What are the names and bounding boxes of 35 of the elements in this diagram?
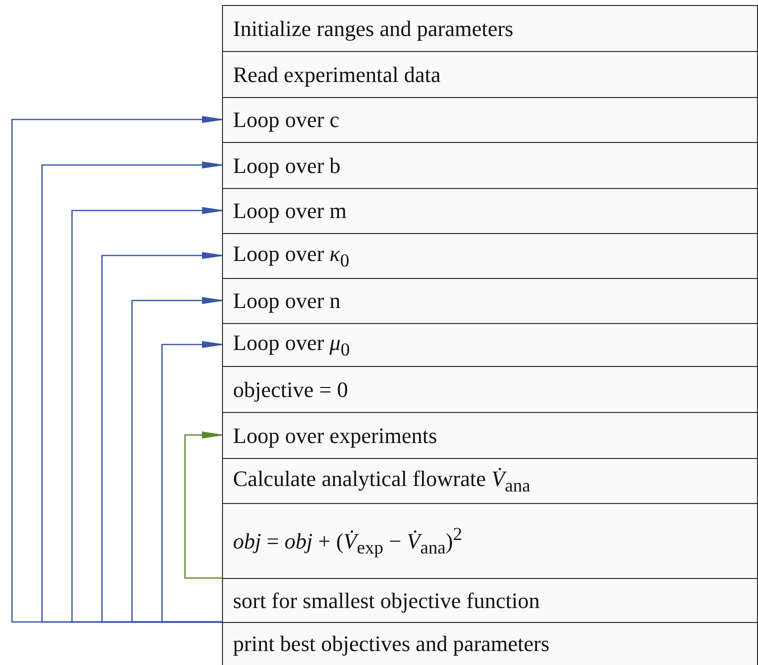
step-text: print best objectives and parameters: [233, 630, 550, 657]
step-text: Read experimental data: [233, 62, 441, 88]
process-step-box: [222, 233, 758, 280]
loop-arrow: [184, 432, 222, 579]
step-text: sort for smallest objective function: [233, 588, 540, 614]
step-text: Loop over experiments: [233, 422, 438, 449]
step-text: Loop over c: [233, 107, 340, 134]
process-step-box: [222, 278, 758, 324]
process-step-box: [222, 503, 758, 580]
step-text: Initialize ranges and parameters: [233, 16, 514, 42]
process-step-box: [222, 412, 758, 460]
step-text: objective = 0: [233, 376, 348, 403]
step-text: Loop over μ$_{0}$: [233, 330, 350, 360]
step-text: Loop over κ$_{0}$: [233, 241, 350, 272]
process-step-box: [222, 622, 758, 665]
process-step-box: [222, 366, 758, 414]
process-step-box: [222, 51, 758, 98]
loop-arrow: [161, 341, 222, 623]
process-step-box: [222, 97, 758, 144]
loop-arrow: [101, 252, 222, 623]
loop-arrow: [41, 162, 222, 623]
process-step-box: [222, 188, 758, 234]
process-step-box: [222, 578, 758, 624]
process-step-box: [222, 5, 758, 52]
step-text: Calculate analytical flowrate V̇$_{ana}$: [233, 466, 530, 496]
process-step-box: [222, 458, 758, 504]
step-text: Loop over n: [233, 288, 341, 314]
loop-arrow: [71, 207, 222, 623]
process-step-box: [222, 323, 758, 368]
loop-arrow: [11, 116, 222, 623]
step-text: obj = obj + (V̇$_{exp}$ − V̇$_{ana}$)$^{2}$: [233, 524, 462, 559]
step-text: Loop over b: [233, 152, 341, 179]
loop-arrow: [131, 297, 222, 623]
process-step-box: [222, 142, 758, 190]
step-text: Loop over m: [233, 198, 347, 224]
